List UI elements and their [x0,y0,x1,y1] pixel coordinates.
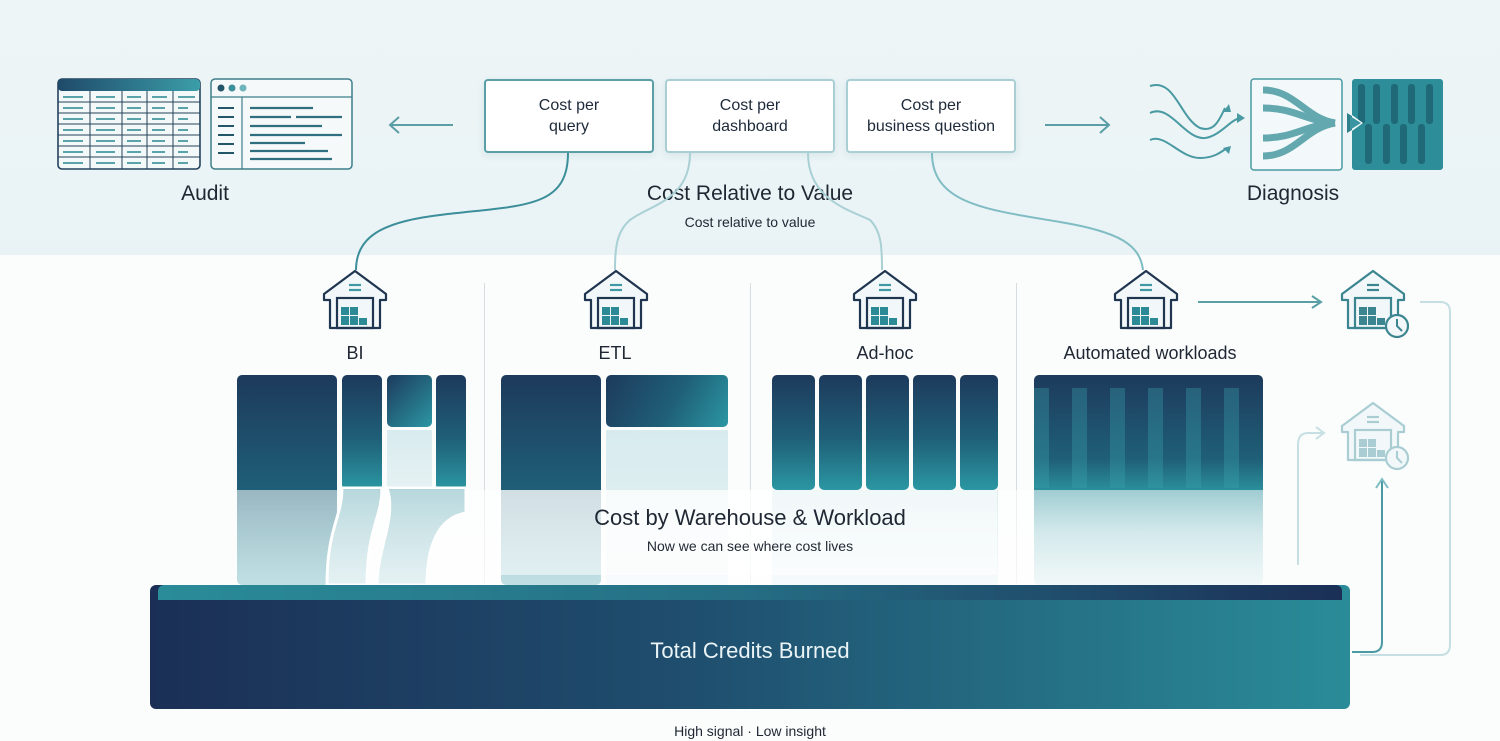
adhoc-block [960,375,998,490]
total-credits-label: Total Credits Burned [650,638,850,663]
metric-line1: Cost per [538,97,600,114]
workload-label-bi: BI [346,343,364,363]
bi-fade-block [387,430,432,490]
warehouse-icon [583,269,649,330]
warehouse-icon [1113,269,1179,330]
middle-title: Cost by Warehouse & Workload [594,505,906,530]
total-credits-bar [150,585,1350,709]
total-credits-bar-top [158,585,1342,600]
bi-block [436,375,466,490]
adhoc-block [866,375,909,490]
divider [750,283,751,583]
bi-block [387,375,432,427]
divider [484,283,485,583]
spreadsheet-icon [57,78,201,170]
adhoc-block [772,375,815,490]
workload-label-adhoc: Ad-hoc [856,343,914,363]
diagnosis-label: Diagnosis [1246,182,1340,205]
metric-line2: business question [866,118,996,135]
adhoc-block [819,375,862,490]
footer-note: High signal · Low insight [674,723,826,739]
middle-overlay-center [497,490,997,575]
metric-cost-per-dashboard: Cost per dashboard [665,79,835,153]
workload-label-etl: ETL [598,343,632,363]
log-window-icon [210,78,353,170]
etl-block [606,375,728,427]
metric-line2: query [548,118,590,135]
header-title: Cost Relative to Value [646,182,854,205]
automated-stripes [1034,388,1239,488]
metric-line2: dashboard [712,118,788,135]
arrow-left-icon [388,116,453,134]
scheduled-warehouse-icon [1340,269,1410,339]
metric-line1: Cost per [900,97,962,114]
flow-funnel-icon [1149,78,1443,171]
arrow-right-icon [1045,116,1111,134]
metric-cost-per-business-question: Cost per business question [846,79,1016,153]
header-subtitle: Cost relative to value [684,214,816,230]
middle-subtitle: Now we can see where cost lives [646,538,854,554]
workload-label-automated: Automated workloads [1063,343,1237,363]
metric-cost-per-query: Cost per query [484,79,654,153]
warehouse-icon [852,269,918,330]
metric-line1: Cost per [719,97,781,114]
bi-block [342,375,382,490]
adhoc-block [913,375,956,490]
audit-label: Audit [181,182,229,205]
scheduled-warehouse-faded-icon [1340,401,1410,471]
divider [1016,283,1017,583]
warehouse-icon [322,269,388,330]
